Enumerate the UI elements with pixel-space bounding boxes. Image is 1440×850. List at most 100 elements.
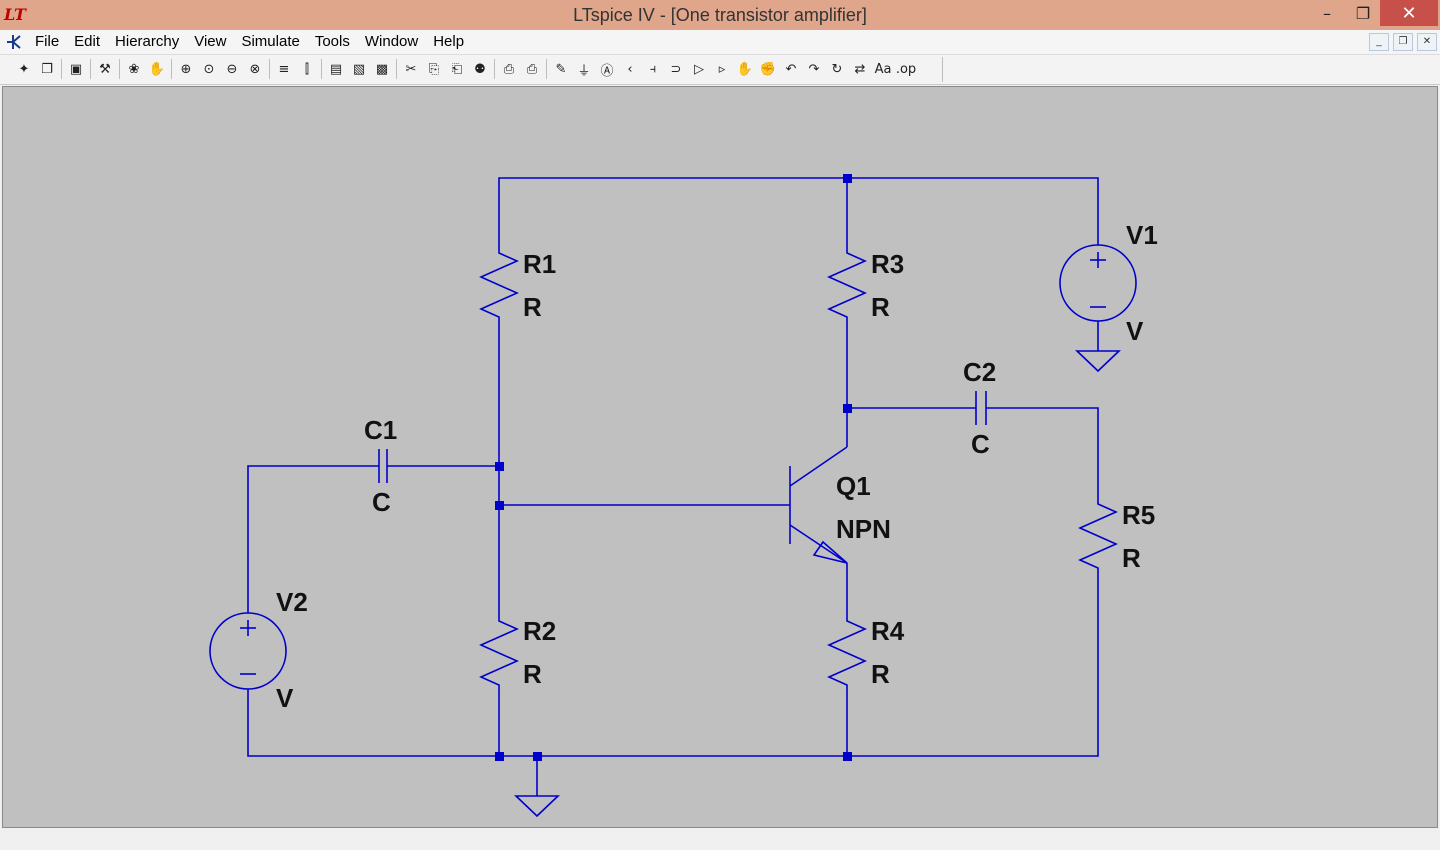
inductor-icon[interactable]: ⊃	[670, 61, 682, 77]
cut-icon[interactable]: ✂	[405, 61, 417, 77]
control-panel-icon[interactable]: ⚒	[99, 61, 111, 77]
schematic-canvas[interactable]: R1 R R3 R R2 R R4 R R5 R C1 C C2 C Q1 NP…	[2, 86, 1438, 828]
paste-icon[interactable]: ⎗	[451, 61, 463, 77]
resistor-r5-icon[interactable]	[1078, 496, 1118, 573]
menu-window[interactable]: Window	[364, 33, 419, 50]
menu-file[interactable]: File	[35, 33, 60, 50]
menu-tools[interactable]: Tools	[314, 33, 350, 50]
menu-simulate[interactable]: Simulate	[241, 33, 300, 50]
title-bar: LT LTspice IV - [One transistor amplifie…	[0, 0, 1440, 30]
spice-directive-icon[interactable]: .op	[895, 61, 917, 77]
r3-name-label[interactable]: R3	[871, 249, 904, 279]
transistor-q1-emitter[interactable]	[789, 524, 848, 564]
c2-name-label[interactable]: C2	[963, 357, 996, 387]
undo-icon[interactable]: ↶	[785, 61, 797, 77]
menu-edit[interactable]: Edit	[74, 33, 101, 50]
tile-vertical-icon[interactable]: ⫿	[304, 61, 310, 77]
copy-icon[interactable]: ⎘	[428, 61, 440, 77]
window-close-icon[interactable]: ▩	[375, 61, 389, 77]
window-cascade-icon[interactable]: ▤	[329, 61, 343, 77]
menu-view[interactable]: View	[194, 33, 227, 50]
halt-icon[interactable]: ✋	[148, 61, 166, 77]
wire-bottom-rail[interactable]	[247, 573, 1099, 757]
zoom-pan-icon[interactable]: ⊙	[203, 61, 215, 77]
tile-horizontal-icon[interactable]: ≡	[278, 61, 290, 77]
close-button[interactable]: ✕	[1380, 0, 1438, 26]
resistor-r4-icon[interactable]	[827, 613, 867, 689]
r1-name-label[interactable]: R1	[523, 249, 556, 279]
move-icon[interactable]: ✋	[736, 61, 754, 77]
print-icon[interactable]: ⎙	[526, 61, 538, 77]
diode-icon[interactable]: ▷	[694, 61, 704, 77]
voltage-source-v1-icon[interactable]	[1059, 244, 1137, 322]
label-net-icon[interactable]: Ⓐ	[600, 63, 614, 79]
mdi-minimize-button[interactable]: _	[1369, 33, 1389, 51]
r3-value-label[interactable]: R	[871, 292, 890, 322]
capacitor-icon[interactable]: ⫞	[649, 61, 657, 77]
schematic-document-icon[interactable]	[4, 32, 24, 52]
rotate-icon[interactable]: ↻	[831, 61, 843, 77]
print-setup-icon[interactable]: ⎙	[503, 61, 515, 77]
zoom-out-icon[interactable]: ⊖	[226, 61, 238, 77]
q1-value-label[interactable]: NPN	[836, 514, 891, 544]
maximize-button[interactable]: ❐	[1355, 3, 1371, 23]
c1-name-label[interactable]: C1	[364, 415, 397, 445]
open-icon[interactable]: ❐	[41, 61, 53, 77]
ltspice-logo-icon[interactable]: LT	[4, 5, 26, 24]
toolbar-separator	[90, 59, 91, 79]
run-icon[interactable]: ❀	[128, 61, 140, 77]
v2-value-label[interactable]: V	[276, 683, 294, 713]
junction-dot	[533, 752, 542, 761]
resistor-icon[interactable]: ‹	[627, 61, 633, 77]
transistor-q1-collector[interactable]	[789, 446, 848, 487]
redo-icon[interactable]: ↷	[808, 61, 820, 77]
toolbar-separator	[269, 59, 270, 79]
r5-value-label[interactable]: R	[1122, 543, 1141, 573]
r4-value-label[interactable]: R	[871, 659, 890, 689]
zoom-fit-icon[interactable]: ⊗	[249, 61, 261, 77]
c2-value-label[interactable]: C	[971, 429, 990, 459]
save-icon[interactable]: ▣	[69, 61, 83, 77]
component-icon[interactable]: ▹	[718, 61, 726, 77]
resistor-r2-icon[interactable]	[479, 613, 519, 689]
ground-v1-icon[interactable]	[1075, 350, 1121, 373]
minimize-button[interactable]: –	[1323, 3, 1331, 23]
text-icon[interactable]: Aa	[874, 61, 892, 77]
v1-name-label[interactable]: V1	[1126, 220, 1158, 250]
r2-value-label[interactable]: R	[523, 659, 542, 689]
zoom-in-icon[interactable]: ⊕	[180, 61, 192, 77]
draw-wire-icon[interactable]: ✎	[555, 61, 567, 77]
drag-icon[interactable]: ✊	[759, 61, 777, 77]
wire-c2-r5[interactable]	[986, 407, 1099, 496]
ground-icon[interactable]: ⏚	[577, 63, 591, 79]
mdi-close-button[interactable]: ✕	[1417, 33, 1437, 51]
resistor-r1-icon[interactable]	[479, 245, 519, 321]
toolbar-separator	[321, 59, 322, 79]
resistor-r3-icon[interactable]	[827, 245, 867, 321]
junction-dot	[495, 501, 504, 510]
voltage-source-v2-icon[interactable]	[209, 612, 287, 690]
junctions	[495, 174, 852, 761]
junction-dot	[843, 404, 852, 413]
menu-hierarchy[interactable]: Hierarchy	[115, 33, 180, 50]
r2-name-label[interactable]: R2	[523, 616, 556, 646]
wire-top-rail[interactable]	[498, 177, 1099, 245]
v1-value-label[interactable]: V	[1126, 316, 1144, 346]
menu-help[interactable]: Help	[433, 33, 465, 50]
mirror-icon[interactable]: ⇄	[854, 61, 866, 77]
window-stack-icon[interactable]: ▧	[352, 61, 366, 77]
wire-v2-c1[interactable]	[247, 465, 379, 613]
junction-dot	[843, 752, 852, 761]
mdi-restore-button[interactable]: ❐	[1393, 33, 1413, 51]
r1-value-label[interactable]: R	[523, 292, 542, 322]
r5-name-label[interactable]: R5	[1122, 500, 1155, 530]
r4-name-label[interactable]: R4	[871, 616, 905, 646]
status-bar	[0, 830, 1440, 850]
find-icon[interactable]: ⚉	[474, 61, 486, 77]
new-schematic-icon[interactable]: ✦	[18, 61, 30, 77]
q1-name-label[interactable]: Q1	[836, 471, 871, 501]
v2-name-label[interactable]: V2	[276, 587, 308, 617]
c1-value-label[interactable]: C	[372, 487, 391, 517]
ground-main-icon[interactable]	[514, 795, 560, 818]
transistor-q1-arrow	[812, 540, 848, 564]
